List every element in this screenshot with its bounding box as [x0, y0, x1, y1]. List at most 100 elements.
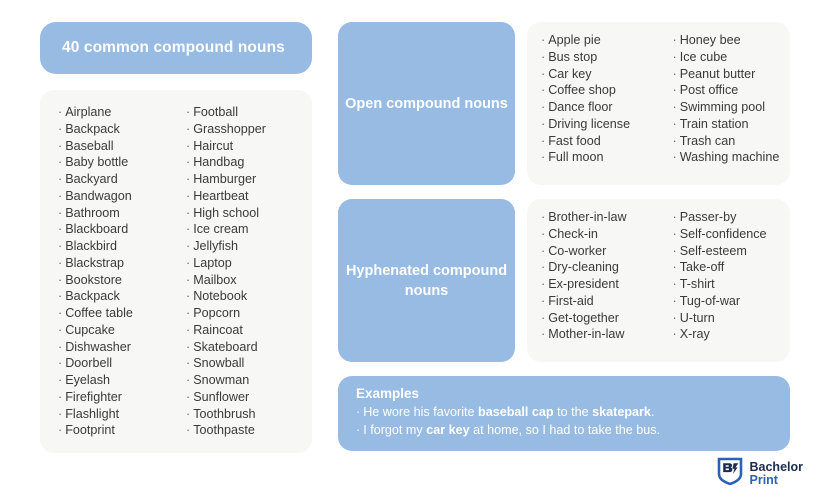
section-open-compound-nouns: Open compound nouns ·Apple pie·Bus stop·… [338, 22, 790, 185]
list-item-label: Peanut butter [679, 66, 756, 81]
list-item-label: Cupcake [65, 322, 115, 337]
hyphenated-list-column-left: ·Brother-in-law·Check-in·Co-worker·Dry-c… [527, 209, 659, 352]
bullet-dot: · [186, 105, 191, 119]
list-item-label: Passer-by [679, 210, 737, 224]
bullet-dot: · [672, 260, 677, 275]
list-item: ·Post office [673, 82, 791, 99]
bullet-dot: · [672, 100, 677, 114]
bullet-dot: · [58, 172, 63, 186]
list-item-label: Footprint [65, 423, 115, 438]
list-item-label: Dry-cleaning [548, 260, 619, 275]
list-item: ·Bathroom [58, 205, 176, 222]
bullet-dot: · [186, 188, 191, 203]
list-item-label: T-shirt [679, 277, 715, 291]
section-label-hyphenated: Hyphenated compound nouns [338, 199, 515, 362]
example-text: at home, so I had to take the bus. [469, 422, 661, 437]
bullet-dot: · [58, 205, 63, 220]
list-item: ·Doorbell [58, 355, 176, 372]
list-item: ·Train station [673, 116, 791, 133]
list-item-label: Bookstore [65, 272, 122, 287]
list-item: ·Heartbeat [186, 188, 312, 205]
bullet-dot: · [186, 373, 191, 387]
list-item-label: Eyelash [65, 373, 111, 387]
list-item-label: Popcorn [193, 306, 241, 320]
list-item: ·Blackbird [58, 238, 176, 255]
bullet-dot: · [541, 66, 546, 81]
list-item: ·Co-worker [541, 243, 659, 260]
example-text: to the [553, 405, 593, 419]
list-item-label: Handbag [193, 155, 245, 170]
bullet-dot: · [58, 289, 63, 304]
list-item-label: Raincoat [193, 322, 243, 337]
list-item: ·Backyard [58, 171, 176, 188]
list-item: ·Swimming pool [673, 99, 791, 116]
bullet-dot: · [186, 356, 191, 371]
list-item-label: Backpack [65, 289, 120, 304]
list-item-label: Backyard [65, 172, 118, 186]
list-item: ·Ex-president [541, 276, 659, 293]
list-item: ·Dance floor [541, 99, 659, 116]
bullet-dot: · [541, 293, 546, 308]
list-item-label: First-aid [548, 293, 594, 308]
list-item: ·Car key [541, 66, 659, 83]
brand-logo-word-bachelor: Bachelor [749, 459, 804, 474]
list-item-label: U-turn [679, 310, 715, 325]
list-item: ·Skateboard [186, 339, 312, 356]
list-item-label: Mother-in-law [548, 327, 625, 342]
bullet-dot: · [672, 33, 677, 47]
list-item: ·Full moon [541, 149, 659, 166]
list-item: ·Dishwasher [58, 339, 176, 356]
bullet-dot: · [541, 116, 546, 131]
list-item: ·High school [186, 205, 312, 222]
main-noun-list-card: ·Airplane·Backpack·Baseball·Baby bottle·… [40, 90, 312, 453]
list-item-label: Driving license [548, 116, 631, 131]
left-column: 40 common compound nouns ·Airplane·Backp… [40, 22, 312, 453]
bullet-dot: · [541, 327, 546, 342]
list-item-label: Post office [679, 83, 739, 98]
list-item-label: Haircut [193, 138, 234, 153]
example-text: . [650, 405, 655, 419]
list-item: ·Fast food [541, 133, 659, 150]
bullet-dot: · [186, 289, 191, 304]
list-item-label: Airplane [65, 105, 112, 119]
list-item-label: Notebook [193, 289, 248, 304]
list-item: ·Mailbox [186, 272, 312, 289]
list-item: ·Tug-of-war [673, 293, 791, 310]
list-item-label: Car key [548, 66, 592, 81]
list-item-label: Baseball [65, 138, 114, 153]
list-item: ·X-ray [673, 326, 791, 343]
list-item: ·Flashlight [58, 406, 176, 423]
bullet-dot: · [58, 356, 63, 371]
list-item-label: Flashlight [65, 406, 120, 421]
section-items-hyphenated: ·Brother-in-law·Check-in·Co-worker·Dry-c… [527, 199, 790, 362]
list-item: ·Football [186, 104, 312, 121]
list-item-label: Get-together [548, 310, 619, 325]
list-item-label: High school [193, 205, 260, 220]
list-item-label: Blackboard [65, 222, 129, 237]
list-item-label: Football [193, 105, 239, 119]
list-item: ·Jellyfish [186, 238, 312, 255]
bullet-dot: · [672, 277, 677, 291]
list-item-label: Snowball [193, 356, 245, 371]
list-item: ·Airplane [58, 104, 176, 121]
list-item: ·Snowball [186, 355, 312, 372]
list-item: ·Trash can [673, 133, 791, 150]
bullet-dot: · [58, 306, 63, 320]
brand-logo-word-print: Print [749, 472, 778, 487]
main-list-column-right: ·Football·Grasshopper·Haircut·Handbag·Ha… [176, 104, 312, 439]
list-item: ·Ice cube [673, 49, 791, 66]
bullet-dot: · [186, 121, 191, 136]
list-item: ·Blackboard [58, 221, 176, 238]
list-item-label: Fast food [548, 133, 601, 148]
bullet-dot: · [186, 406, 191, 421]
list-item-label: Brother-in-law [548, 210, 627, 224]
bullet-dot: · [186, 172, 191, 186]
bullet-dot: · [58, 121, 63, 136]
list-item: ·Coffee shop [541, 82, 659, 99]
bullet-dot: · [58, 138, 63, 153]
list-item-label: Toothbrush [193, 406, 256, 421]
list-item: ·Driving license [541, 116, 659, 133]
list-item: ·Blackstrap [58, 255, 176, 272]
bullet-dot: · [672, 83, 677, 98]
bullet-dot: · [58, 406, 63, 421]
